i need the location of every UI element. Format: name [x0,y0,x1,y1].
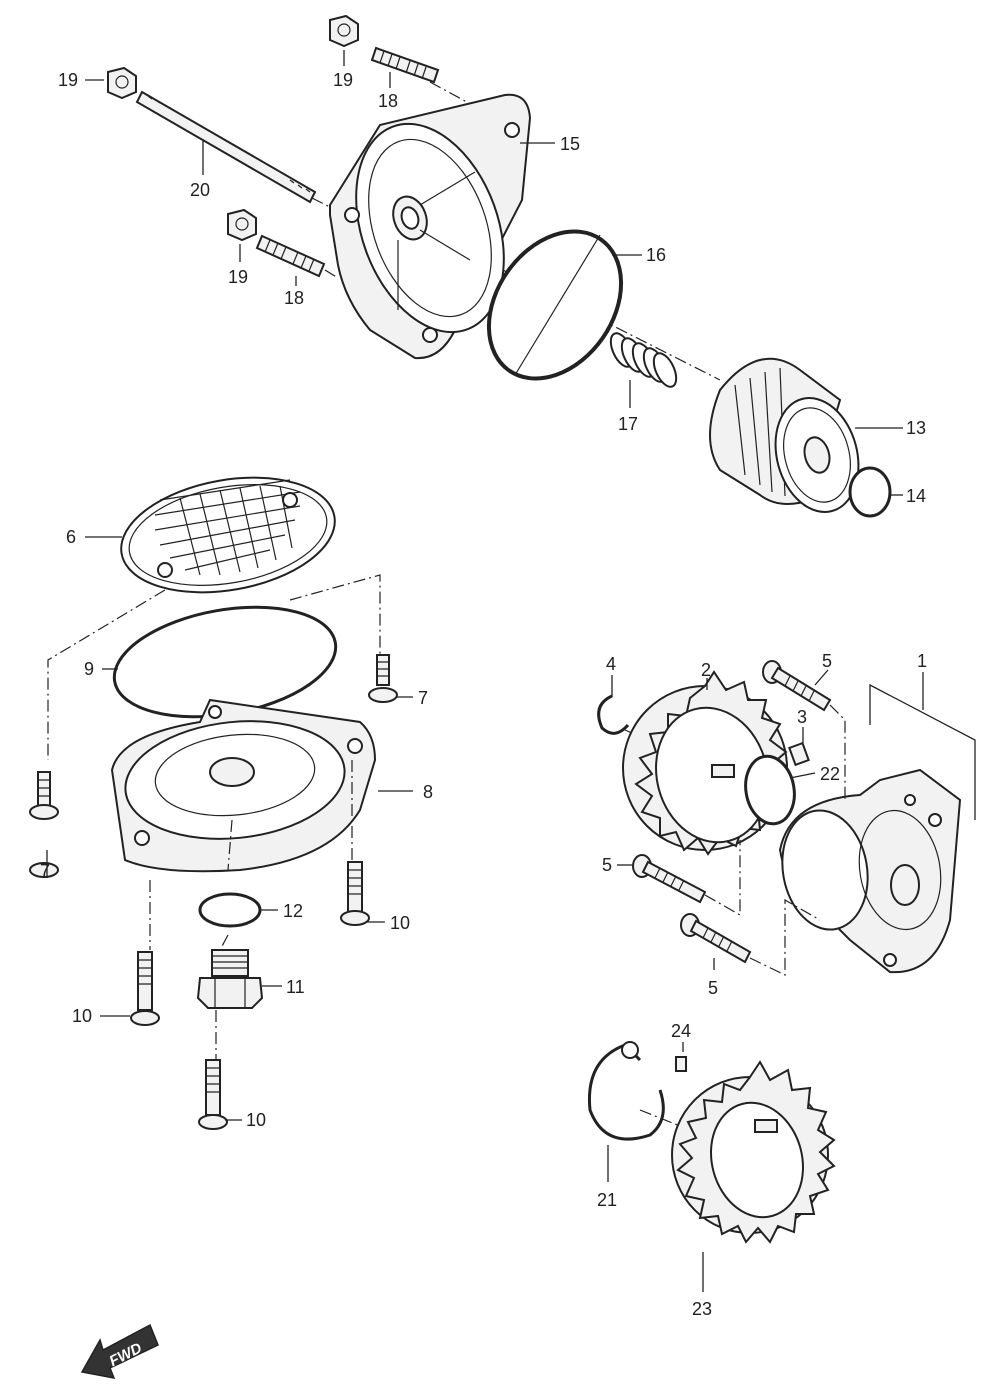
stud-part-18a [370,46,440,84]
callout-5: 5 [602,855,612,875]
callout-23: 23 [692,1299,712,1319]
callout-19: 19 [333,70,353,90]
bolt-part-10b [130,951,160,1026]
filter-cover-part-15 [329,93,532,360]
callout-5: 5 [708,978,718,998]
circlip-part-4 [597,694,630,735]
callout-8: 8 [423,782,433,802]
alignment-line [749,898,821,976]
washer-part-22 [744,754,796,826]
callout-18: 18 [378,91,398,111]
alignment-line [215,819,233,1060]
circlip-part-21 [587,1043,665,1141]
drain-plug-part-11 [196,949,264,1009]
callout-18: 18 [284,288,304,308]
callout-16: 16 [646,245,666,265]
washer-part-12 [198,892,262,928]
callout-4: 4 [606,654,616,674]
oil-filter-part-13 [709,357,860,513]
axis-line [419,227,721,381]
strainer-screen-part-6 [120,476,336,594]
stud-part-18b [255,234,326,278]
alignment-line [829,704,846,800]
bolt-part-10c [198,1059,228,1130]
callout-22: 22 [820,764,840,784]
bolt-part-5a [762,660,832,712]
alignment-line [47,589,166,760]
callout-14: 14 [906,486,926,506]
callout-1: 1 [917,651,927,671]
nut-part-19c [227,208,257,242]
callout-10: 10 [390,913,410,933]
callout-7: 7 [418,688,428,708]
alignment-line [704,840,741,917]
circlip-eye [621,1041,639,1059]
callout-19: 19 [228,267,248,287]
small-o-ring-part-14 [848,466,892,518]
dowel-pin-part-3 [788,741,810,767]
nut-part-19b [329,14,359,48]
driven-gear-part-23 [671,1060,836,1244]
callout-7: 7 [40,861,50,881]
callout-24: 24 [671,1021,691,1041]
callout-19: 19 [58,70,78,90]
bolt-part-5b [632,854,707,904]
callout-21: 21 [597,1190,617,1210]
callout-15: 15 [560,134,580,154]
alignment-line [289,574,381,660]
axis-line [324,269,339,279]
callout-17: 17 [618,414,638,434]
oil-pump-body-part-1 [778,768,962,974]
spring-part-17 [609,332,678,388]
leader-line [789,772,816,779]
axis-line [311,197,333,209]
callout-12: 12 [283,901,303,921]
callout-10: 10 [72,1006,92,1026]
bolt-part-7b [29,771,59,878]
pin-part-24 [675,1056,687,1072]
callout-2: 2 [701,660,711,680]
callout-6: 6 [66,527,76,547]
callout-5: 5 [822,651,832,671]
callout-11: 11 [286,977,305,997]
assembly-bracket [869,683,976,820]
leader-line [814,669,829,686]
callout-10: 10 [246,1110,266,1130]
o-ring-part-16 [486,229,624,381]
bolt-part-7a [368,654,398,703]
callout-20: 20 [190,180,210,200]
callout-13: 13 [906,418,926,438]
bolt-part-10a [340,861,370,926]
forward-direction-arrow: FWD [80,1323,159,1379]
nut-part-19a [107,66,137,100]
callout-9: 9 [84,659,94,679]
drain-cover-part-8 [110,698,377,873]
bolt-part-5c [680,913,752,964]
long-stud-part-20 [135,90,317,204]
callout-3: 3 [797,707,807,727]
pump-gear-part-2 [622,670,788,856]
